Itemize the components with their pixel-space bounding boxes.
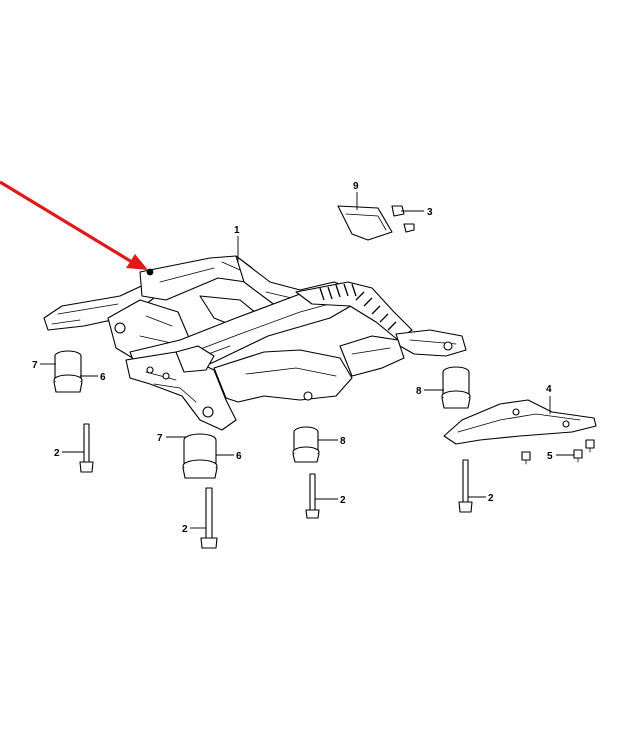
red-arrow-icon (0, 180, 148, 270)
bolt-right (458, 459, 473, 513)
bolt-left (79, 423, 94, 473)
callout-1: 1 (234, 225, 240, 236)
bushing-left (53, 350, 83, 393)
callout-8-middle: 8 (340, 436, 346, 447)
callout-5: 5 (547, 451, 553, 462)
shield-bolt-lower (403, 223, 415, 233)
callout-7-center: 7 (157, 433, 163, 444)
callout-2-center: 2 (182, 524, 188, 535)
callout-9: 9 (353, 181, 359, 192)
callout-2-middle: 2 (340, 495, 346, 506)
bushing-right (441, 366, 471, 409)
callout-2-right: 2 (488, 493, 494, 504)
bushing-middle (292, 426, 320, 463)
callout-4: 4 (546, 384, 552, 395)
callout-6-center: 6 (236, 451, 242, 462)
front-crossmember (43, 255, 467, 431)
callout-6-left: 6 (100, 372, 106, 383)
brace-plate (443, 399, 597, 445)
leader-lines (40, 192, 574, 529)
bolt-center (200, 487, 218, 549)
heat-shield (337, 205, 393, 241)
callout-7-left: 7 (32, 360, 38, 371)
callout-2-left: 2 (54, 448, 60, 459)
brace-bolt-left (521, 451, 531, 465)
callout-3: 3 (427, 207, 433, 218)
shield-bolt-upper (391, 205, 405, 217)
brace-bolt-right (585, 439, 595, 453)
brace-bolt-mid (573, 449, 583, 463)
bushing-center (182, 433, 218, 479)
bolt-middle (305, 473, 320, 519)
callout-8-right: 8 (416, 386, 422, 397)
